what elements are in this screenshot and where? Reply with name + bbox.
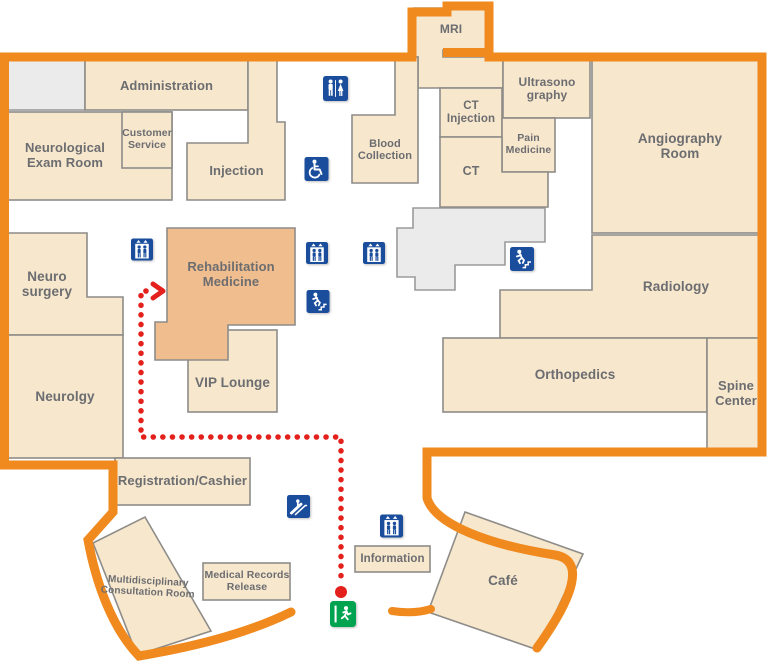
wheelchair-icon	[304, 157, 329, 181]
building-boundary	[0, 1, 767, 661]
exit-icon	[330, 601, 356, 627]
room-information[interactable]	[354, 545, 431, 573]
room-registration-cashier[interactable]	[114, 457, 251, 506]
room-orthopedics[interactable]	[442, 337, 708, 413]
route-end-dot	[335, 586, 347, 598]
elevator-icon	[131, 238, 153, 261]
room-customer-service[interactable]	[121, 111, 173, 169]
room-administration[interactable]	[84, 59, 249, 111]
restroom-icon	[323, 76, 348, 101]
room-neuro-surgery[interactable]	[6, 232, 124, 336]
room-ct-injection[interactable]	[439, 87, 503, 138]
route-path	[138, 281, 347, 598]
escalator-icon	[287, 494, 310, 519]
room-radiology[interactable]	[499, 234, 761, 339]
elevator-icon	[306, 241, 328, 265]
room-pain-medicine[interactable]	[501, 117, 556, 173]
emergency-stairs-icon	[306, 290, 330, 313]
elevator-icon	[380, 514, 403, 538]
room-angiography[interactable]	[591, 59, 761, 234]
room-rehabilitation-medicine[interactable]	[154, 227, 296, 361]
room-medical-records-release[interactable]	[202, 562, 291, 601]
unlabeled-gray-area	[2, 59, 86, 111]
room-cafe[interactable]	[426, 510, 585, 651]
room-multidisciplinary-consultation[interactable]	[91, 515, 213, 656]
room-ultrasonography[interactable]	[502, 59, 591, 119]
room-ct[interactable]	[439, 136, 549, 208]
room-neurolgy[interactable]	[6, 334, 124, 459]
room-spine-center[interactable]	[706, 337, 763, 451]
elevator-icon	[363, 241, 385, 265]
emergency-stairs-icon	[510, 247, 534, 271]
unlabeled-gray-core-area	[396, 207, 546, 291]
room-injection[interactable]	[186, 59, 286, 201]
route-arrow	[150, 281, 166, 301]
room-blood-collection[interactable]	[351, 56, 419, 184]
